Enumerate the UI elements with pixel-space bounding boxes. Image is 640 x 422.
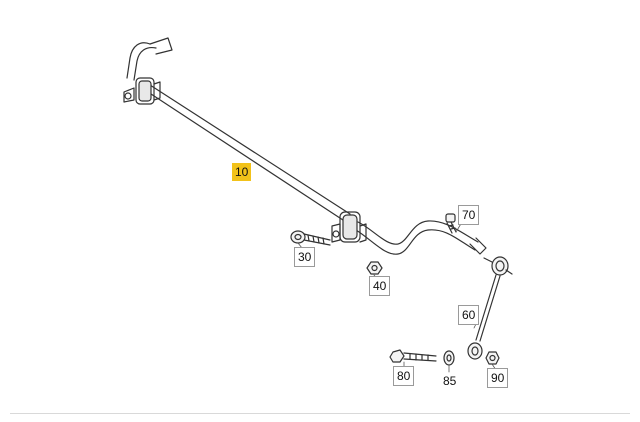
bolt-70[interactable]	[445, 213, 457, 234]
part-label-30[interactable]: 30	[294, 247, 316, 267]
part-label-70[interactable]: 70	[458, 205, 480, 225]
part-label-85[interactable]: 85	[443, 374, 457, 388]
part-label-90[interactable]: 90	[487, 368, 509, 388]
nut-40[interactable]	[366, 261, 383, 275]
link-rod-60[interactable]	[467, 256, 513, 360]
stabilizer-bar[interactable]	[126, 37, 487, 255]
part-label-60[interactable]: 60	[458, 305, 480, 325]
bolt-80[interactable]	[389, 349, 437, 363]
bottom-divider	[10, 413, 630, 414]
washer-85[interactable]	[443, 350, 455, 366]
part-label-40[interactable]: 40	[369, 276, 391, 296]
part-label-10[interactable]: 10	[232, 163, 252, 181]
bolt-30[interactable]	[290, 230, 331, 246]
part-label-80[interactable]: 80	[393, 366, 415, 386]
nut-90[interactable]	[485, 351, 500, 365]
lower-bushing-bracket	[331, 211, 367, 243]
upper-bushing-bracket	[123, 77, 161, 105]
